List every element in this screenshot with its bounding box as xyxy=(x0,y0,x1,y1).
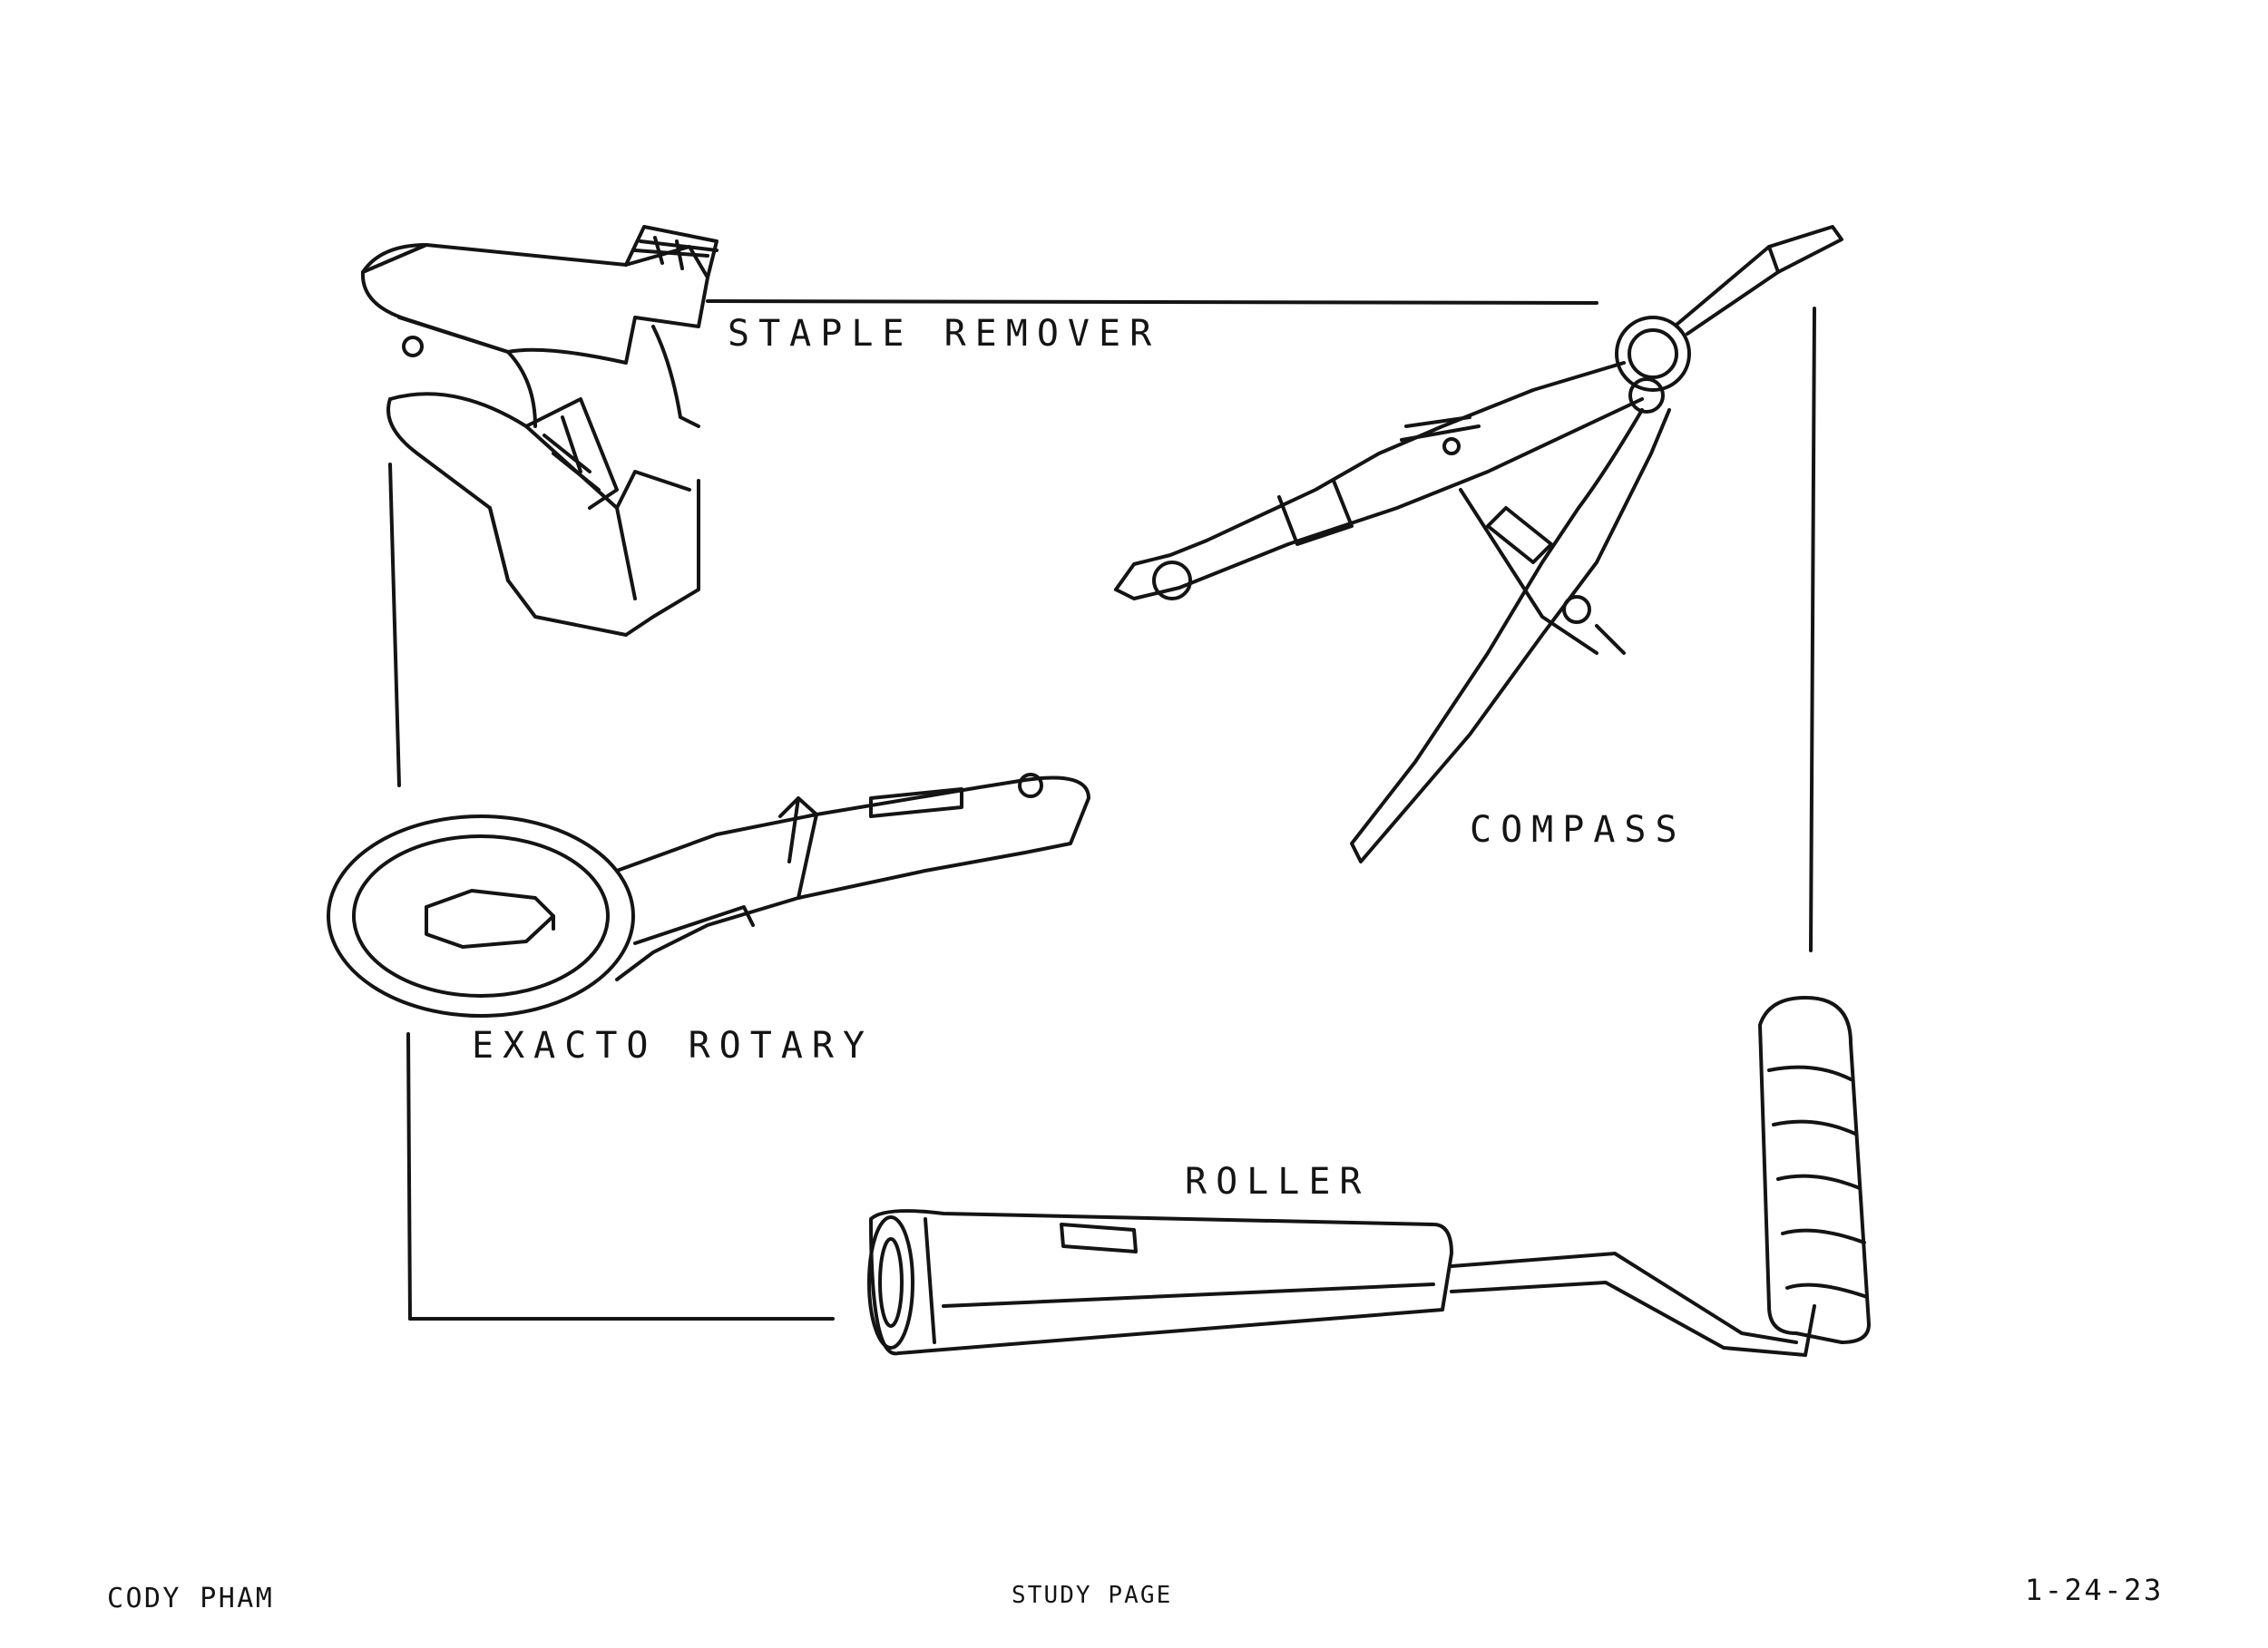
exacto-rotary-sketch xyxy=(327,773,1090,1018)
staple-remover-sketch xyxy=(360,225,719,637)
date-label: 1-24-23 xyxy=(2025,1573,2164,1607)
paint-roller-sketch xyxy=(867,996,1871,1357)
staple-remover-label: STAPLE REMOVER xyxy=(728,313,1161,355)
roller-label: ROLLER xyxy=(1185,1161,1371,1203)
compass-label: COMPASS xyxy=(1470,809,1686,851)
artist-name: CODY PHAM xyxy=(107,1583,275,1614)
page-type-label: STUDY PAGE xyxy=(1012,1582,1173,1609)
frame-lines xyxy=(388,299,1816,1321)
exacto-rotary-label: EXACTO ROTARY xyxy=(472,1025,875,1067)
compass-sketch xyxy=(1114,225,1843,863)
